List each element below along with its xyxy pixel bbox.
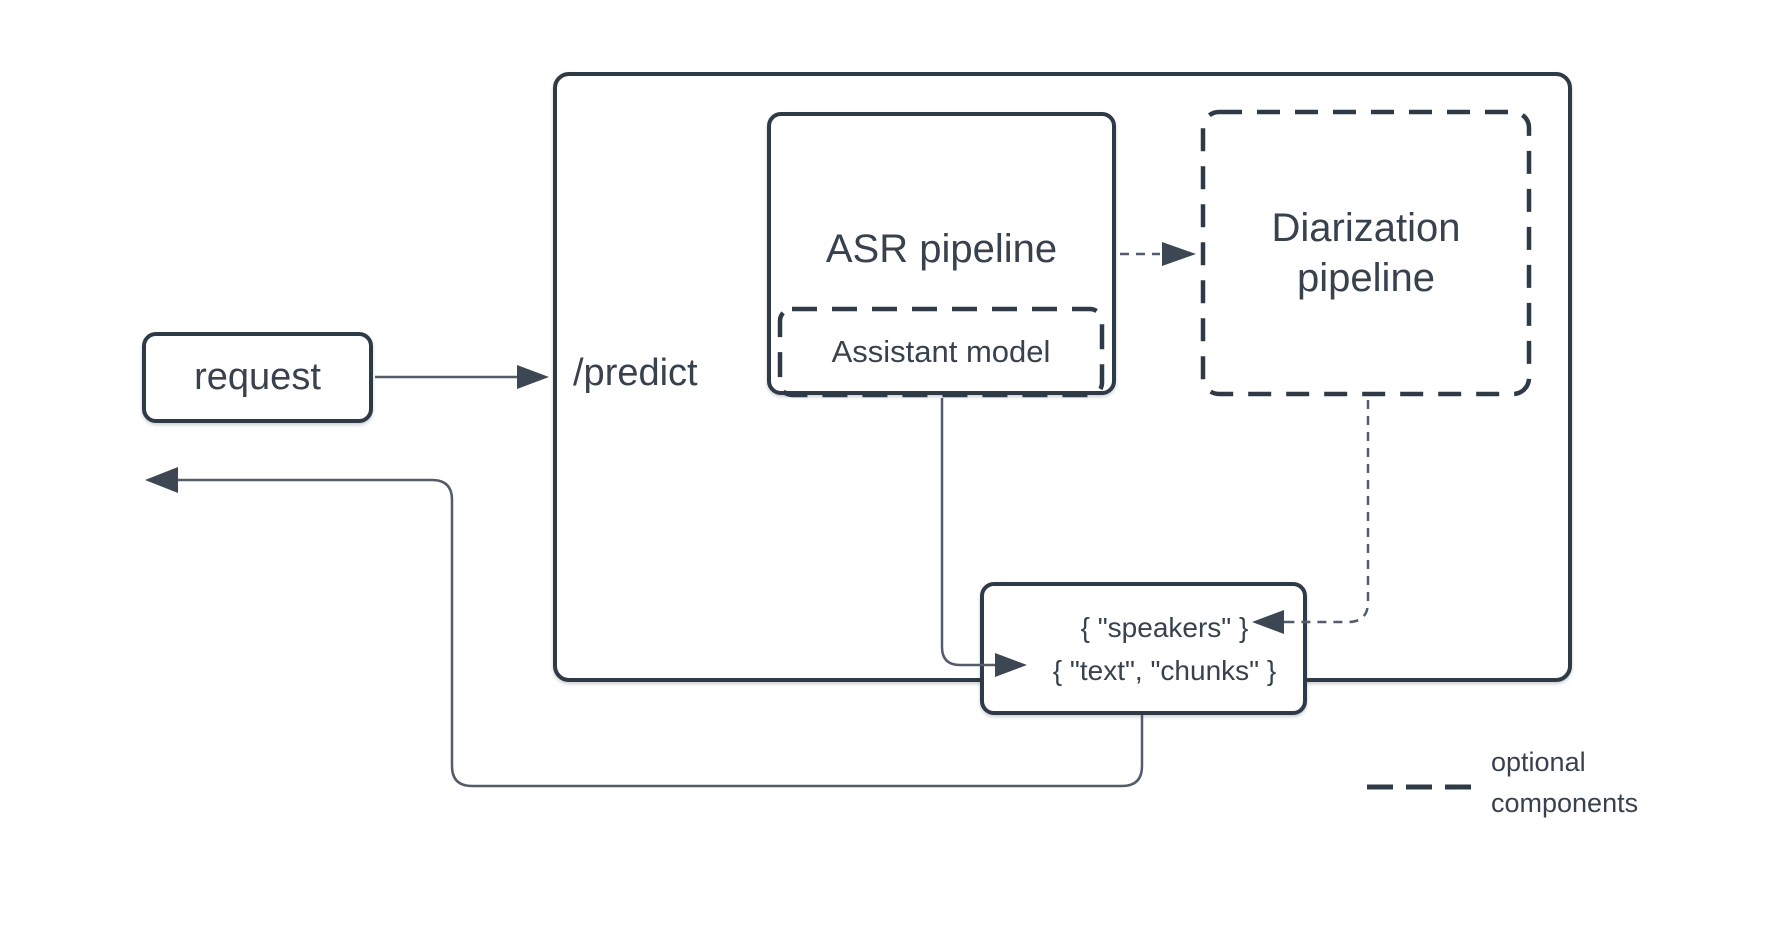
- predict-endpoint-label: /predict: [573, 351, 698, 394]
- diarization-pipeline-label: Diarization pipeline: [1203, 112, 1529, 394]
- legend-label-line2: components: [1491, 788, 1639, 818]
- request-to-predict-arrow: [375, 365, 549, 389]
- assistant-model-label: Assistant model: [831, 334, 1051, 369]
- request-node: [142, 332, 373, 423]
- diarization-label-line2: pipeline: [1297, 256, 1435, 300]
- diarization-label-line1: Diarization: [1271, 206, 1461, 250]
- output-response-labels: { "speakers" } { "text", "chunks" }: [980, 582, 1307, 715]
- output-speakers-label: { "speakers" }: [1080, 611, 1249, 643]
- legend-label-line1: optional: [1491, 747, 1586, 777]
- request-to-predict-arrowhead: [517, 365, 549, 389]
- output-return-arrowhead: [145, 467, 178, 493]
- legend-optional-components-label: optional components: [1491, 742, 1638, 824]
- asr-pipeline-label: ASR pipeline: [825, 226, 1058, 271]
- output-text-chunks-label: { "text", "chunks" }: [1052, 654, 1277, 686]
- request-label: request: [194, 356, 321, 398]
